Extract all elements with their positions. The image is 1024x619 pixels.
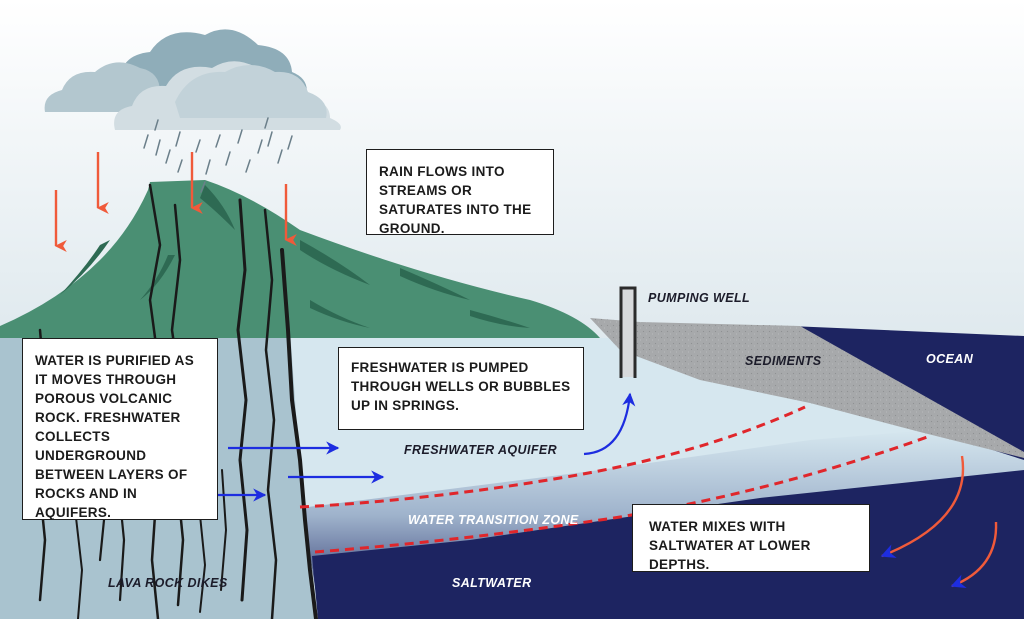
rain-callout: RAIN FLOWS INTO STREAMS OR SATURATES INT… [366, 149, 554, 236]
pumping-well-label: PUMPING WELL [648, 291, 751, 305]
cloud-icon [44, 29, 341, 131]
purified-callout-text: WATER IS PURIFIED AS IT MOVES THROUGH PO… [35, 353, 195, 520]
mixing-arrows [880, 455, 998, 588]
rain-callout-text: RAIN FLOWS INTO STREAMS OR SATURATES INT… [379, 164, 532, 236]
sediments-label: SEDIMENTS [745, 354, 822, 368]
pumped-callout: FRESHWATER IS PUMPED THROUGH WELLS OR BU… [338, 347, 584, 430]
transition-zone-label: WATER TRANSITION ZONE [408, 513, 579, 527]
mixes-callout: WATER MIXES WITH SALTWATER AT LOWER DEPT… [632, 504, 870, 572]
rain-streaks-icon [143, 117, 293, 193]
sediments-layer [590, 318, 1024, 458]
freshwater-boundary-line [299, 405, 806, 509]
saltwater-label: SALTWATER [452, 576, 532, 590]
saltwater-boundary-line [314, 434, 931, 554]
mountain-ridges [60, 185, 530, 328]
freshwater-aquifer-label: FRESHWATER AQUIFER [404, 443, 558, 457]
rain-arrows [54, 152, 297, 252]
purified-callout: WATER IS PURIFIED AS IT MOVES THROUGH PO… [22, 338, 218, 520]
pumped-callout-text: FRESHWATER IS PUMPED THROUGH WELLS OR BU… [351, 360, 571, 413]
curved-arrow-icon [880, 455, 965, 558]
curved-arrow-icon [950, 521, 998, 588]
pumping-well-icon [619, 286, 637, 378]
lava-rock-dikes-label: LAVA ROCK DIKES [108, 576, 228, 590]
ocean-label: OCEAN [926, 352, 974, 366]
mixes-callout-text: WATER MIXES WITH SALTWATER AT LOWER DEPT… [649, 519, 811, 572]
curved-arrow-icon [583, 392, 636, 456]
